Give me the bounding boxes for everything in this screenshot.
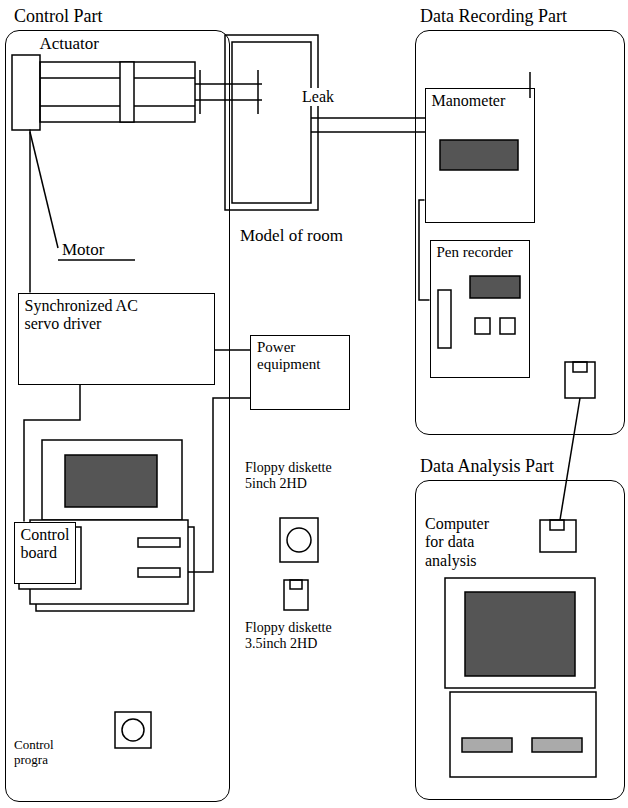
flange (257, 70, 259, 114)
power-equipment-box: Power equipment (250, 335, 350, 410)
recorder-button (500, 318, 515, 334)
floppy-shutter (550, 520, 564, 530)
box-label: Control board (21, 526, 69, 563)
floppy-shutter (290, 580, 302, 589)
drive-slot (462, 738, 512, 752)
cylinder-line (40, 77, 195, 79)
control-part-panel: Control PartActuatorSynchronized AC serv… (5, 30, 230, 802)
flange (199, 70, 201, 114)
media-label: Floppy diskette 3.5inch 2HD (245, 620, 360, 652)
actuator-cylinder (40, 62, 195, 122)
part-label: Model of room (240, 226, 370, 246)
screen (65, 455, 157, 507)
leak-tube (311, 117, 425, 119)
leader-line (30, 132, 58, 248)
room-wall (232, 42, 311, 203)
disc-hole (122, 719, 144, 741)
part-label: Leak (300, 88, 336, 106)
recorder-button (475, 318, 490, 334)
piston-rod (195, 99, 262, 101)
manometer-display (440, 140, 518, 170)
floppy-5inch (280, 518, 318, 562)
disc-hole (287, 528, 311, 552)
paper-slot (438, 290, 451, 348)
power-line (188, 398, 250, 572)
monitor (445, 578, 595, 688)
box-label: Pen recorder (437, 244, 523, 261)
media-label: Control progra (14, 738, 76, 768)
cylinder-line (40, 105, 195, 107)
leak-tube (311, 131, 425, 133)
part-heading: Data Recording Part (420, 6, 567, 27)
pen-recorder-box: Pen recorder (430, 240, 530, 378)
box-label: Manometer (432, 92, 528, 110)
floppy-icon (540, 520, 576, 552)
computer-body (450, 692, 596, 777)
actuator: Actuator (12, 55, 198, 130)
floppy-3-5inch (284, 580, 308, 610)
floppy-shutter (573, 362, 587, 372)
drive-slot (138, 538, 180, 547)
recorder-display (470, 276, 520, 298)
monitor (42, 440, 182, 520)
box-label: Synchronized AC servo driver (25, 297, 145, 334)
box-label: Power equipment (257, 339, 343, 374)
part-heading: Data Analysis Part (420, 456, 554, 477)
drive-slot (138, 568, 180, 577)
part-heading: Control Part (14, 6, 103, 27)
leader-line (58, 259, 135, 261)
control-board-box: Control board (14, 522, 76, 584)
connector-line (24, 385, 80, 522)
data-recording-panel: Data Recording PartManometerPen recorder (415, 30, 625, 435)
floppy-icon (565, 362, 595, 398)
part-heading: Actuator (40, 34, 99, 54)
part-label: Motor (62, 240, 132, 260)
manometer-probe (529, 72, 531, 98)
screen (465, 592, 575, 676)
connector-line (29, 130, 31, 293)
data-transfer-line (560, 398, 580, 520)
room-wall (225, 35, 318, 210)
drive-slot (532, 738, 582, 752)
program-disc (115, 712, 151, 748)
part-label: Computer for data analysis (425, 515, 507, 570)
connector-line (215, 349, 251, 351)
piston (120, 62, 134, 122)
media-label: Floppy diskette 5inch 2HD (245, 460, 360, 492)
manometer-box: Manometer (425, 88, 535, 223)
servo-driver-box: Synchronized AC servo driver (18, 293, 215, 385)
motor-block (12, 55, 40, 130)
piston-rod (195, 83, 262, 85)
